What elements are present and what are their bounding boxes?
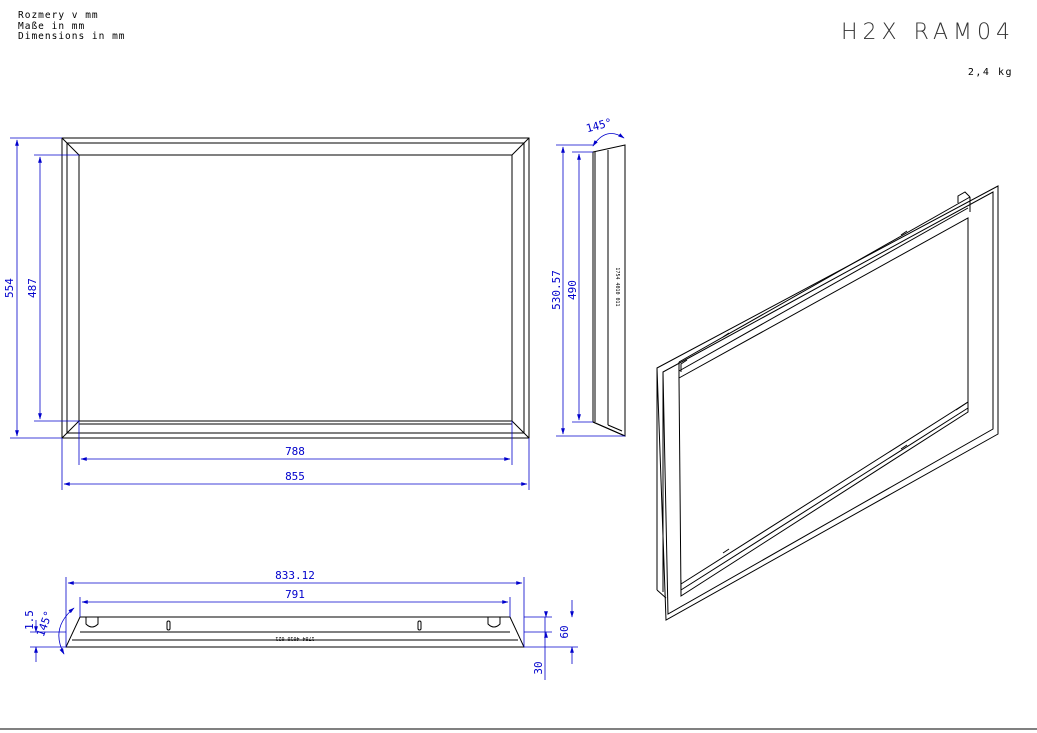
- side-dimensions: [556, 133, 625, 437]
- side-part-code: 1754 4010 011: [614, 267, 620, 306]
- dim-bottom-outer-width: 833.12: [275, 569, 315, 582]
- bottom-part-code: 1784 4010 021: [275, 635, 314, 641]
- dim-side-inner-height: 490: [566, 280, 579, 300]
- units-note-de: Maße in mm: [18, 20, 86, 32]
- dim-depth-30: 30: [532, 661, 545, 674]
- dim-side-outer-height: 530.57: [550, 270, 563, 310]
- dim-inner-width: 788: [285, 445, 305, 458]
- model-title: H2X RAM04: [840, 20, 1015, 45]
- front-view: [61, 137, 530, 439]
- units-note: Rozmery v mm Maße in mm Dimensions in mm: [18, 10, 126, 43]
- units-note-sk: Rozmery v mm: [18, 10, 99, 21]
- dim-outer-height: 554: [3, 278, 16, 298]
- bottom-dimensions: [30, 577, 578, 680]
- dim-depth-60: 60: [558, 625, 571, 638]
- bottom-view: [65, 616, 525, 648]
- front-dimensions: [10, 137, 530, 490]
- dim-outer-width: 855: [285, 470, 305, 483]
- dim-bottom-inner-width: 791: [285, 588, 305, 601]
- dim-side-angle: 145°: [585, 116, 614, 135]
- isometric-view: [656, 185, 999, 621]
- dim-bottom-angle: 145°: [34, 609, 55, 638]
- units-note-en: Dimensions in mm: [18, 31, 126, 42]
- weight-label: 2,4 kg: [967, 67, 1013, 78]
- dim-bottom-thickness: 1.5: [23, 610, 36, 630]
- dim-inner-height: 487: [26, 278, 39, 298]
